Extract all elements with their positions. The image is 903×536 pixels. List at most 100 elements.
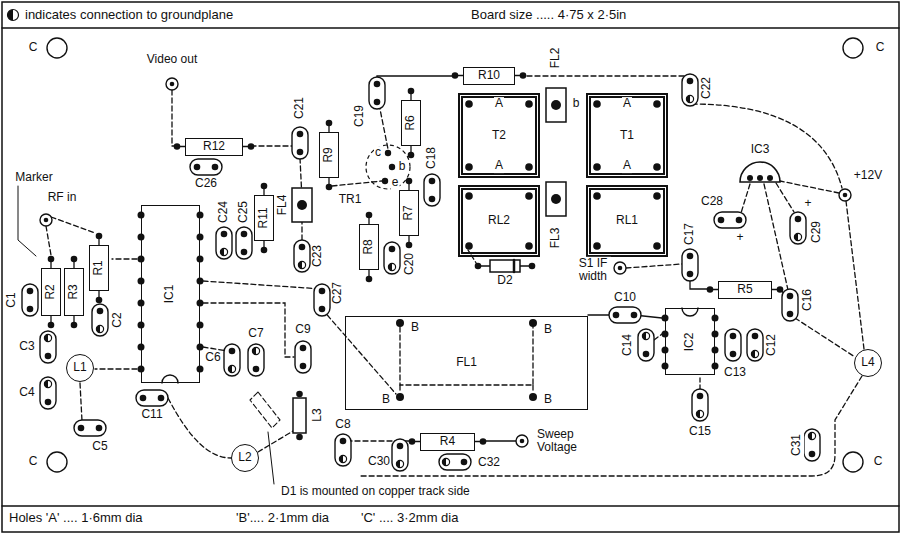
solder-pad bbox=[326, 184, 333, 191]
solder-pad bbox=[45, 399, 52, 406]
note-text: 'B'.... 2·1mm dia bbox=[235, 511, 330, 526]
capacitor-outline bbox=[40, 377, 56, 409]
capacitor-outline bbox=[747, 329, 763, 361]
ground-pad-fill bbox=[751, 350, 755, 357]
part-label: R11 bbox=[257, 207, 271, 228]
part-label: R3 bbox=[67, 284, 81, 299]
solder-pad bbox=[44, 218, 49, 223]
solder-pad bbox=[406, 178, 413, 185]
terminal-pin bbox=[40, 214, 52, 226]
solder-pad bbox=[593, 192, 601, 200]
part-label: R1 bbox=[92, 260, 106, 275]
resistor-body: R10 bbox=[463, 67, 515, 85]
part-label: C10 bbox=[613, 291, 637, 305]
solder-pad bbox=[299, 244, 306, 251]
part-label: C19 bbox=[353, 104, 367, 128]
ground-pad-fill bbox=[388, 263, 392, 270]
part-label: C27 bbox=[331, 281, 345, 305]
solder-pad bbox=[340, 438, 347, 445]
hole-letter: A bbox=[622, 97, 632, 111]
hole-letter: A bbox=[494, 97, 504, 111]
leader-line bbox=[268, 432, 274, 484]
solder-pad bbox=[297, 200, 307, 210]
copper-track bbox=[360, 376, 862, 476]
solder-pad bbox=[194, 164, 201, 171]
capacitor-outline bbox=[369, 77, 385, 109]
part-label: C3 bbox=[18, 340, 35, 354]
solder-pad bbox=[687, 271, 694, 278]
copper-track bbox=[626, 264, 682, 268]
resistor-body: R6 bbox=[401, 100, 421, 146]
signal-label: Sweep Voltage bbox=[536, 428, 588, 454]
solder-pad bbox=[389, 164, 395, 170]
solder-pad bbox=[465, 163, 473, 171]
part-label: RL2 bbox=[488, 214, 510, 228]
ic-notch bbox=[162, 375, 178, 383]
solder-pad bbox=[687, 78, 694, 85]
terminal-pin bbox=[614, 262, 626, 274]
capacitor-outline bbox=[782, 289, 798, 321]
solder-pad bbox=[319, 306, 326, 313]
solder-pad bbox=[27, 306, 34, 313]
solder-pad bbox=[229, 348, 236, 355]
capacitor-outline bbox=[424, 174, 440, 206]
part-label: FL4 bbox=[276, 194, 290, 217]
copper-track bbox=[741, 184, 750, 213]
part-label: C30 bbox=[367, 455, 391, 469]
note-text: 'C' .... 3·2mm dia bbox=[360, 511, 459, 526]
part-label: L3 bbox=[311, 407, 325, 422]
solder-pad bbox=[374, 99, 381, 106]
copper-track bbox=[95, 368, 137, 369]
coil-body bbox=[293, 398, 306, 433]
part-label: C8 bbox=[334, 418, 351, 432]
solder-pad bbox=[96, 425, 103, 432]
terminal-pin bbox=[839, 189, 851, 201]
ground-pad bbox=[44, 380, 51, 387]
solder-pad bbox=[408, 88, 415, 95]
ground-pad-fill bbox=[44, 334, 48, 341]
ground-pad-fill bbox=[442, 458, 446, 465]
copper-track bbox=[51, 217, 95, 233]
solder-pad bbox=[718, 217, 725, 224]
ground-pad bbox=[96, 325, 103, 332]
terminal-pin bbox=[166, 78, 178, 90]
solder-pad bbox=[389, 246, 396, 253]
copper-track bbox=[168, 398, 231, 458]
solder-pad bbox=[366, 276, 373, 283]
copper-track bbox=[795, 318, 855, 357]
diode-band bbox=[513, 260, 516, 272]
part-label: C22 bbox=[700, 76, 714, 100]
part-label: C9 bbox=[294, 323, 311, 337]
ground-pad-fill bbox=[396, 460, 400, 467]
capacitor-outline bbox=[609, 307, 641, 323]
filter-can bbox=[546, 182, 566, 216]
solder-pad bbox=[27, 288, 34, 295]
coil-outline: L1 bbox=[66, 354, 94, 382]
ground-pad bbox=[8, 10, 19, 21]
solder-pad bbox=[197, 344, 204, 351]
solder-pad bbox=[461, 459, 468, 466]
solder-pad bbox=[241, 249, 248, 256]
solder-pad bbox=[212, 164, 219, 171]
solder-pad bbox=[529, 393, 537, 401]
ground-pad-fill bbox=[339, 455, 343, 462]
hole-letter: B bbox=[543, 323, 553, 337]
hole-letter: B bbox=[543, 393, 553, 407]
part-label: C4 bbox=[18, 386, 35, 400]
part-label: TR1 bbox=[338, 193, 363, 207]
part-label: C32 bbox=[477, 456, 501, 470]
diode-outline bbox=[250, 392, 280, 428]
solder-pad bbox=[613, 312, 620, 319]
hole-letter: B bbox=[410, 321, 420, 335]
solder-pad bbox=[300, 363, 307, 370]
solder-pad bbox=[697, 393, 704, 400]
ground-pad-fill bbox=[96, 325, 100, 332]
solder-pad bbox=[480, 438, 487, 445]
capacitor-outline bbox=[224, 344, 240, 376]
solder-pad bbox=[326, 120, 333, 127]
part-label: FL1 bbox=[456, 356, 477, 370]
ground-pad-fill bbox=[808, 432, 812, 439]
part-label: RL1 bbox=[616, 214, 638, 228]
